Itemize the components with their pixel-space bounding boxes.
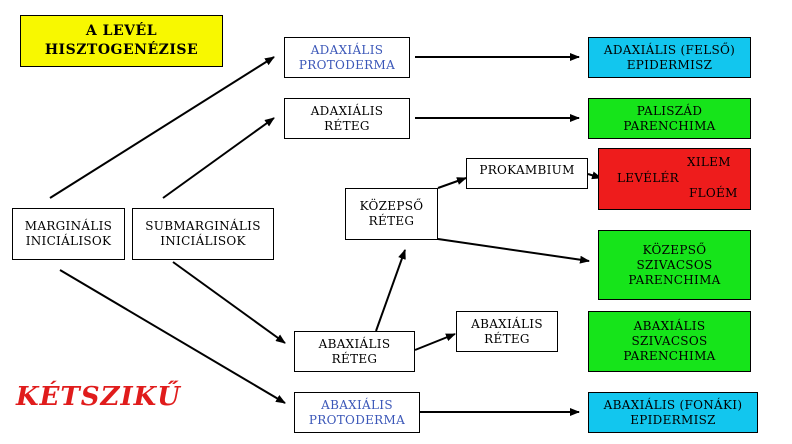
title-line-2: HISZTOGENÉZISE <box>44 42 199 58</box>
node-label: ABAXIÁLIS (FONÁKI) <box>603 397 743 412</box>
node-label: ABAXIÁLIS <box>633 319 706 333</box>
node-label: SZIVACSOS <box>631 334 708 348</box>
arrow-submarginalis-to-abaxialis-reteg <box>172 261 286 344</box>
node-label: RÉTEG <box>331 351 378 366</box>
arrow-abaxialis-reteg-to-abaxialis-reteg <box>414 333 456 351</box>
node-paliszad-parenchima: PALISZÁD PARENCHIMA <box>588 98 751 139</box>
node-label: EPIDERMISZ <box>630 412 716 427</box>
node-label: PARENCHIMA <box>623 349 716 363</box>
node-label: KÖZEPSŐ <box>359 199 424 213</box>
node-label: PROTODERMA <box>308 412 406 427</box>
node-kozepso-reteg: KÖZEPSŐ RÉTEG <box>345 188 438 240</box>
arrow-marginalis-to-adaxialis-protoderma <box>49 56 275 199</box>
node-label: PARENCHIMA <box>628 272 721 287</box>
node-label: PROKAMBIUM <box>479 163 575 177</box>
node-abaxialis-reteg-right: ABAXIÁLIS RÉTEG <box>456 311 558 352</box>
node-label: ADAXIÁLIS (FELSŐ) <box>603 42 736 57</box>
node-marginalis: MARGINÁLIS INICIÁLISOK <box>12 208 125 260</box>
node-label: SUBMARGINÁLIS <box>145 219 261 233</box>
node-label: EPIDERMISZ <box>626 57 713 72</box>
node-leveler: XILEM LEVÉLÉR FLOÉM <box>598 148 751 210</box>
node-abaxialis-epidermisz: ABAXIÁLIS (FONÁKI) EPIDERMISZ <box>588 392 758 433</box>
node-label: PROTODERMA <box>298 57 396 72</box>
node-label: RÉTEG <box>368 214 415 228</box>
node-label: KÖZEPSŐ <box>642 242 707 257</box>
node-label: PALISZÁD <box>636 103 703 118</box>
node-adaxialis-epidermisz: ADAXIÁLIS (FELSŐ) EPIDERMISZ <box>588 37 751 78</box>
node-label: RÉTEG <box>484 331 530 346</box>
node-label: ADAXIÁLIS <box>310 103 384 118</box>
node-abaxialis-szivacsos-parenchima: ABAXIÁLIS SZIVACSOS PARENCHIMA <box>588 311 751 372</box>
node-adaxialis-protoderma: ADAXIÁLIS PROTODERMA <box>284 37 410 78</box>
node-label: INICIÁLISOK <box>160 234 246 248</box>
title-line-1: A LEVÉL <box>85 23 158 39</box>
arrow-kozepso-reteg-to-kozepso-szivacsos <box>437 238 590 264</box>
node-label: RÉTEG <box>324 118 370 133</box>
leveler-xilem: XILEM <box>687 155 731 169</box>
node-label: MARGINÁLIS <box>24 219 113 233</box>
arrow-abaxialis-reteg-to-kozepso-reteg <box>375 249 406 332</box>
node-label: PARENCHIMA <box>623 118 716 133</box>
node-label: ABAXIÁLIS <box>318 336 391 351</box>
node-abaxialis-reteg-left: ABAXIÁLIS RÉTEG <box>294 331 415 372</box>
node-label: ABAXIÁLIS <box>471 316 543 331</box>
node-label: SZIVACSOS <box>636 257 713 272</box>
node-label: ABAXIÁLIS <box>321 397 393 412</box>
arrow-marginalis-to-abaxialis-protoderma <box>59 269 286 404</box>
arrow-kozepso-reteg-to-prokambium <box>437 177 467 189</box>
leveler-main: LEVÉLÉR <box>617 171 680 185</box>
node-abaxialis-protoderma: ABAXIÁLIS PROTODERMA <box>294 392 420 433</box>
node-kozepso-szivacsos-parenchima: KÖZEPSŐ SZIVACSOS PARENCHIMA <box>598 230 751 300</box>
node-submarginalis: SUBMARGINÁLIS INICIÁLISOK <box>132 208 274 260</box>
footer-label-ketsziku: KÉTSZIKŰ <box>16 382 181 412</box>
node-label: ADAXIÁLIS <box>310 42 384 57</box>
node-prokambium: PROKAMBIUM <box>466 158 588 189</box>
title-box: A LEVÉL HISZTOGENÉZISE <box>20 15 223 67</box>
leveler-floem: FLOÉM <box>689 186 738 200</box>
node-adaxialis-reteg: ADAXIÁLIS RÉTEG <box>284 98 410 139</box>
node-label: INICIÁLISOK <box>25 234 112 248</box>
arrow-submarginalis-to-adaxialis-reteg <box>162 117 275 199</box>
